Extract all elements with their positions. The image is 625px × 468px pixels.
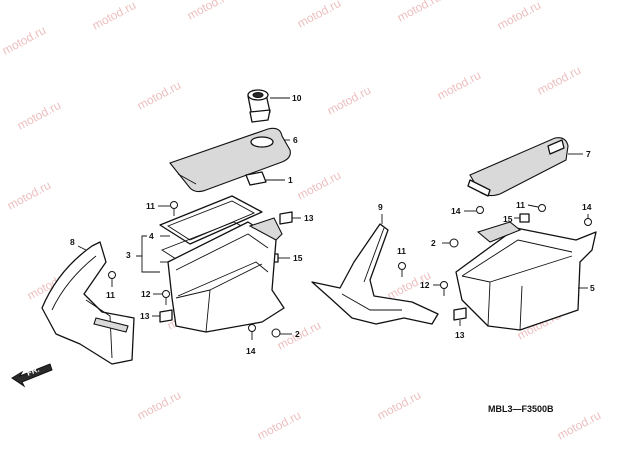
watermark: motod.ru — [255, 408, 303, 443]
callout-3: 3 — [126, 250, 131, 260]
callout-5: 5 — [590, 283, 595, 293]
part-bolt — [153, 290, 170, 305]
callout-13: 13 — [140, 311, 150, 321]
callout-14: 14 — [582, 202, 592, 212]
part-center-panel — [311, 214, 439, 325]
part-bolt — [108, 271, 116, 287]
callout-13: 13 — [455, 330, 465, 340]
watermark: motod.ru — [325, 83, 373, 118]
callout-9: 9 — [378, 202, 383, 212]
callout-6: 6 — [293, 135, 298, 145]
watermark: motod.ru — [535, 63, 583, 98]
watermark: motod.ru — [295, 168, 343, 203]
watermark: motod.ru — [15, 98, 63, 133]
part-lock-cylinder — [247, 89, 290, 123]
callout-2: 2 — [431, 238, 436, 248]
part-nut — [152, 309, 173, 323]
callout-14: 14 — [451, 206, 461, 216]
callout-11: 11 — [146, 201, 155, 211]
watermark: motod.ru — [135, 78, 183, 113]
watermark: motod.ru — [5, 178, 53, 213]
part-screw — [464, 206, 484, 214]
callout-11: 11 — [106, 290, 115, 300]
watermark: motod.ru — [495, 0, 543, 33]
part-screw — [584, 214, 592, 226]
callout-15: 15 — [503, 214, 513, 224]
watermark: motod.ru — [395, 0, 443, 25]
callout-7: 7 — [586, 149, 591, 159]
part-nut — [279, 211, 301, 225]
callout-12: 12 — [141, 289, 151, 299]
part-collar — [442, 238, 459, 248]
watermark: motod.ru — [135, 388, 183, 423]
callout-10: 10 — [292, 93, 302, 103]
callout-11: 11 — [397, 246, 406, 256]
callout-13: 13 — [304, 213, 314, 223]
front-direction-arrow: FR. — [11, 363, 53, 388]
front-label: FR. — [25, 365, 40, 378]
watermark: motod.ru — [555, 408, 603, 443]
callout-2: 2 — [295, 329, 300, 339]
part-storage-box — [167, 217, 285, 333]
part-grommet — [514, 213, 530, 223]
part-bolt — [158, 201, 178, 216]
watermark: motod.ru — [375, 388, 423, 423]
watermark: motod.ru — [185, 0, 233, 23]
callout-11: 11 — [516, 200, 525, 210]
part-rear-box — [455, 221, 597, 331]
watermark-layer: motod.ru motod.ru motod.ru motod.ru moto… — [0, 0, 603, 443]
watermark: motod.ru — [435, 68, 483, 103]
part-collar — [271, 328, 292, 338]
part-gasket-frame — [159, 195, 264, 269]
part-side-cover — [41, 241, 135, 365]
watermark: motod.ru — [0, 23, 48, 58]
part-bolt — [527, 204, 546, 212]
callout-1: 1 — [288, 175, 293, 185]
callout-4: 4 — [149, 231, 154, 241]
callout-12: 12 — [420, 280, 430, 290]
callout-14: 14 — [246, 346, 256, 356]
part-screw — [248, 324, 256, 340]
part-clip — [245, 171, 285, 186]
watermark: motod.ru — [90, 0, 138, 33]
part-rubber-mat — [467, 137, 583, 197]
part-bolt — [433, 281, 448, 296]
callout-8: 8 — [70, 237, 75, 247]
part-bolt — [398, 262, 406, 277]
watermark: motod.ru — [295, 0, 343, 31]
diagram-code: MBL3—F3500B — [488, 404, 554, 414]
callout-15: 15 — [293, 253, 303, 263]
part-top-cover — [169, 127, 291, 193]
part-nut — [453, 307, 467, 326]
